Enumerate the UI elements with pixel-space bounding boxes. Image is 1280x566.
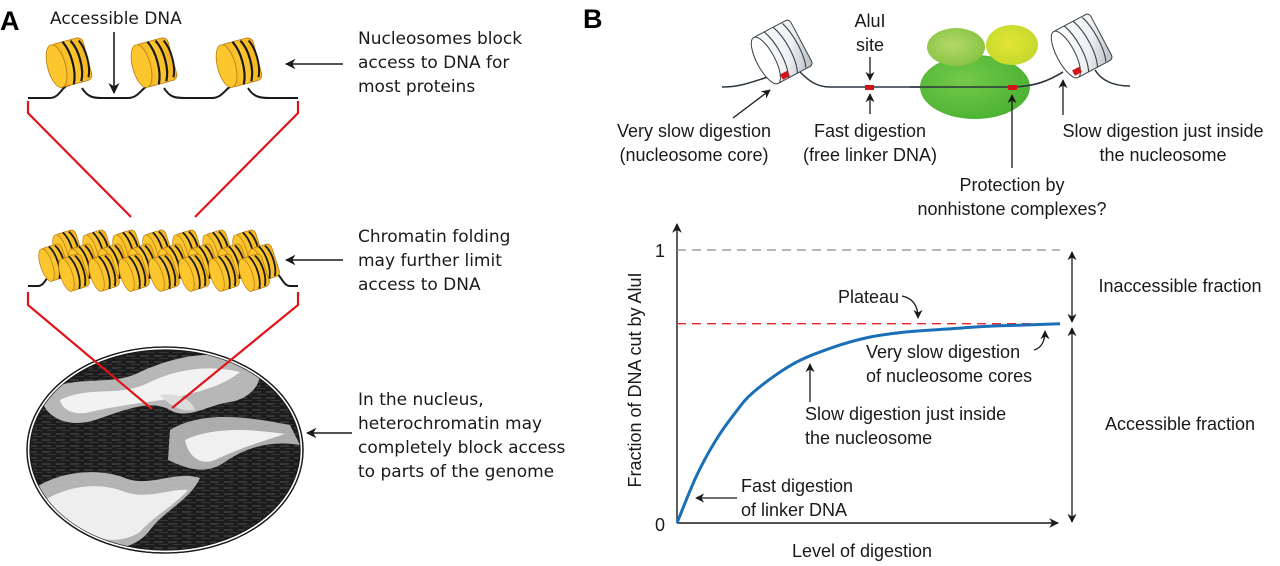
very-slow-label-line-2: (nucleosome core) [619,145,768,165]
fiber-nucleosome [148,253,180,292]
annotation-nucleus-line-2: heterochromatin may [358,414,542,434]
annotation-nucleosomes-line-1: Nucleosomes block [358,29,522,49]
fast-linker-line-2: of linker DNA [741,500,847,520]
nucleus [26,346,304,554]
very-slow-cores-arrow-icon [1033,330,1050,351]
panel-b-letter: B [583,4,603,34]
alui-label-line-1: AluI [854,11,885,31]
annotation-folding-line-1: Chromatin folding [358,227,510,247]
fiber-nucleosome [58,253,90,292]
panel-a: A Accessible DNA [0,6,566,554]
nucleosome [130,37,178,88]
annotation-folding-line-2: may further limit [358,251,502,271]
y-axis-label: Fraction of DNA cut by AluI [625,272,645,487]
zoom-line-left [26,101,132,218]
zoom-line-right [194,101,300,218]
dna-strand [28,84,298,99]
accessible-dna-label: Accessible DNA [50,9,182,29]
panel-b: B [583,4,1264,561]
slow-inside-chart-line-2: the nucleosome [805,428,932,448]
alui-cut-site-linker [865,85,874,90]
heterochromatin-texture [32,354,300,549]
digestion-curve [675,322,1061,524]
very-slow-cores-line-2: of nucleosome cores [866,366,1032,386]
y-tick-0: 0 [655,515,665,535]
alui-label-line-2: site [856,35,884,55]
annotation-nucleus-line-3: completely block access [358,438,566,458]
slow-inside-label-line-2: the nucleosome [1099,145,1226,165]
nucleosome-b-left [750,19,813,85]
annotation-nucleosomes-line-3: most proteins [358,77,475,97]
nucleosome [215,37,263,88]
very-slow-label-line-1: Very slow digestion [617,121,771,141]
fiber-nucleosome [88,253,120,292]
nonhistone-complex [920,25,1038,119]
fast-linker-line-1: Fast digestion [741,476,853,496]
fast-label-line-2: (free linker DNA) [803,145,937,165]
plateau-label: Plateau [838,287,899,307]
very-slow-arrow-icon [732,89,771,119]
annotation-nucleus-line-1: In the nucleus, [358,390,484,410]
fiber-nucleosome [208,253,240,292]
fiber-nucleosome [238,253,270,292]
annotation-nucleosomes-line-2: access to DNA for [358,53,509,73]
plateau-arrow-icon [901,295,923,319]
zoom-line-right-lower [171,292,300,409]
digestion-chart: 0 1 Level of digestion Fraction of DNA c… [625,223,1262,561]
fiber-nucleosome [178,253,210,292]
very-slow-cores-line-1: Very slow digestion [866,342,1020,362]
alui-cut-site-complex [1008,85,1017,90]
zoom-line-left-lower [26,292,153,410]
x-axis-label: Level of digestion [792,541,932,561]
fast-label-line-1: Fast digestion [814,121,926,141]
accessible-fraction-label: Accessible fraction [1105,414,1255,434]
nucleosome [45,37,93,88]
annotation-nucleus-line-4: to parts of the genome [358,462,554,482]
slow-inside-label-line-1: Slow digestion just inside [1062,121,1263,141]
protection-label-line-1: Protection by [959,175,1064,195]
inaccessible-fraction-label: Inaccessible fraction [1098,276,1261,296]
y-tick-1: 1 [655,241,665,261]
fiber-nucleosome [118,253,150,292]
slow-inside-chart-line-1: Slow digestion just inside [805,404,1006,424]
panel-a-letter: A [0,6,20,36]
nucleosome-b-right [1050,13,1113,79]
chromatin-fiber [28,229,298,292]
annotation-folding-line-3: access to DNA [358,275,481,295]
protection-label-line-2: nonhistone complexes? [917,199,1106,219]
